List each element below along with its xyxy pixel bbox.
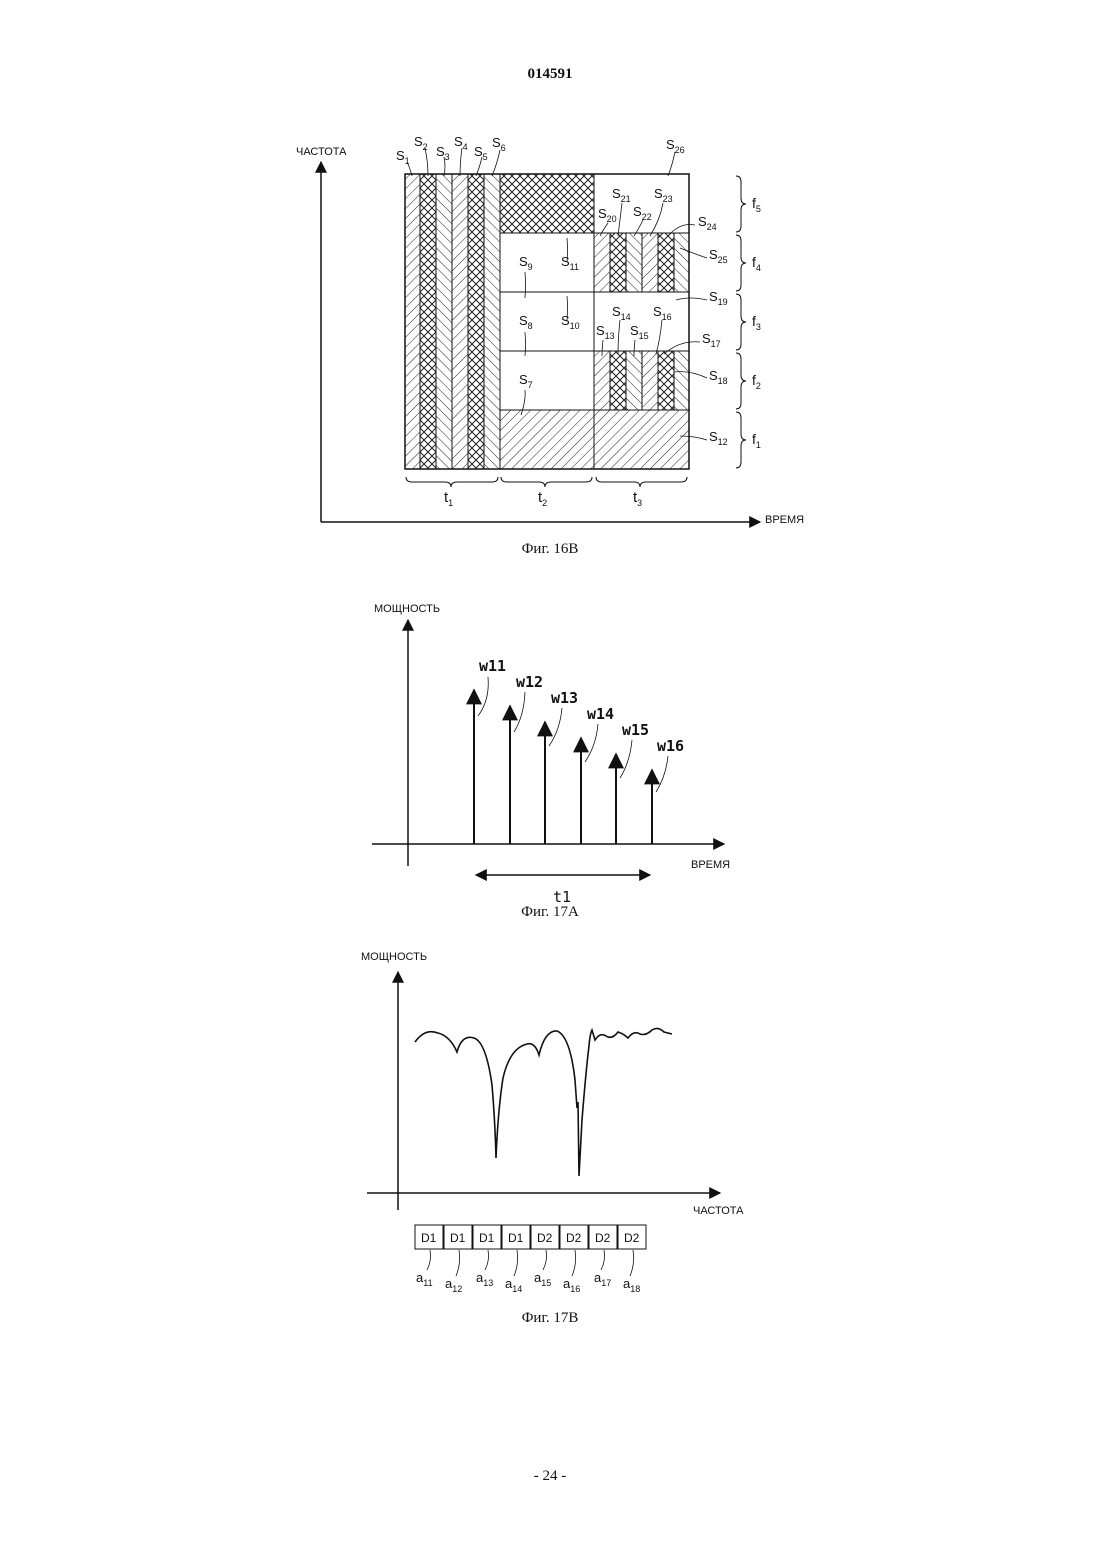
- s-label-24: S: [698, 214, 707, 229]
- svg-text:S19: S19: [709, 289, 728, 307]
- cell-1: D1: [421, 1231, 437, 1245]
- figure-17b: МОЩНОСТЬ ЧАСТОТА D1 D1 D1 D1 D2 D2 D2 D2…: [0, 940, 1100, 1320]
- s-label-7: S: [519, 372, 528, 387]
- fig17a-y-axis-label: МОЩНОСТЬ: [374, 603, 440, 615]
- cell-5: D2: [537, 1231, 553, 1245]
- fig16b-t-braces: [406, 477, 687, 487]
- s-label-18: S: [709, 368, 718, 383]
- fig16b-caption: Фиг. 16В: [0, 541, 1100, 558]
- svg-text:a12: a12: [445, 1276, 462, 1294]
- svg-text:S18: S18: [709, 368, 728, 386]
- s-label-25: S: [709, 247, 718, 262]
- svg-text:t3: t3: [633, 489, 642, 508]
- svg-text:S3: S3: [436, 144, 450, 162]
- cell-3: D1: [479, 1231, 495, 1245]
- svg-text:a17: a17: [594, 1270, 611, 1288]
- svg-text:S2: S2: [414, 134, 428, 152]
- s-label-13: S: [596, 323, 605, 338]
- s-label-9: S: [519, 254, 528, 269]
- label-w14: w14: [587, 705, 614, 723]
- s-label-14: S: [612, 304, 621, 319]
- svg-text:f4: f4: [752, 254, 761, 273]
- fig17b-y-axis-label: МОЩНОСТЬ: [361, 951, 427, 963]
- label-w11: w11: [479, 657, 506, 675]
- fig17b-x-axis-label: ЧАСТОТА: [693, 1205, 744, 1217]
- label-w13: w13: [551, 689, 578, 707]
- figure-17a: МОЩНОСТЬ ВРЕМЯ w11 w12 w13 w14 w15 w16 t…: [0, 590, 1100, 920]
- s-label-17: S: [702, 331, 711, 346]
- svg-text:a15: a15: [534, 1270, 551, 1288]
- fig16b-x-axis-label: ВРЕМЯ: [765, 514, 804, 526]
- fig17b-caption: Фиг. 17В: [0, 1310, 1100, 1327]
- cell-2: D1: [450, 1231, 466, 1245]
- svg-text:S4: S4: [454, 134, 468, 152]
- cell-4: D1: [508, 1231, 524, 1245]
- cell-7: D2: [595, 1231, 611, 1245]
- s-label-2: S: [414, 134, 423, 149]
- s-label-22: S: [633, 204, 642, 219]
- svg-text:t2: t2: [538, 489, 547, 508]
- s-label-4: S: [454, 134, 463, 149]
- s-label-16: S: [653, 304, 662, 319]
- fig17b-a-labels: a11 a12 a13 a14 a15 a16 a17 a18: [416, 1270, 640, 1294]
- fig16b-y-axis-label: ЧАСТОТА: [296, 146, 347, 158]
- s-label-15: S: [630, 323, 639, 338]
- svg-text:f2: f2: [752, 372, 761, 391]
- label-w15: w15: [622, 721, 649, 739]
- s-label-6: S: [492, 135, 501, 150]
- svg-text:a16: a16: [563, 1276, 580, 1294]
- label-w16: w16: [657, 737, 684, 755]
- s-label-1: S: [396, 148, 405, 163]
- svg-text:S17: S17: [702, 331, 721, 349]
- svg-text:a18: a18: [623, 1276, 640, 1294]
- s-label-19: S: [709, 289, 718, 304]
- s-label-5: S: [474, 144, 483, 159]
- svg-text:a13: a13: [476, 1270, 493, 1288]
- s-label-21: S: [612, 186, 621, 201]
- figure-16b: ЧАСТОТА ВРЕМЯ: [0, 0, 1100, 560]
- svg-text:S1: S1: [396, 148, 410, 166]
- svg-text:S12: S12: [709, 429, 728, 447]
- s-label-23: S: [654, 186, 663, 201]
- label-w12: w12: [516, 673, 543, 691]
- s-label-8: S: [519, 313, 528, 328]
- s-label-11: S: [561, 254, 570, 269]
- svg-text:S6: S6: [492, 135, 506, 153]
- fig17b-power-curve: [415, 1028, 672, 1176]
- svg-text:f1: f1: [752, 431, 761, 450]
- s-label-10: S: [561, 313, 570, 328]
- page-number: - 24 -: [0, 1468, 1100, 1485]
- svg-text:t1: t1: [444, 489, 453, 508]
- svg-text:f5: f5: [752, 195, 761, 214]
- s-label-3: S: [436, 144, 445, 159]
- svg-text:a11: a11: [416, 1270, 433, 1288]
- fig16b-t1-strips: [405, 174, 500, 469]
- s-label-26: S: [666, 137, 675, 152]
- fig17a-x-axis-label: ВРЕМЯ: [691, 859, 730, 871]
- s-label-20: S: [598, 206, 607, 221]
- svg-text:S24: S24: [698, 214, 717, 232]
- svg-text:f3: f3: [752, 313, 761, 332]
- svg-text:S26: S26: [666, 137, 685, 155]
- svg-text:a14: a14: [505, 1276, 522, 1294]
- cell-6: D2: [566, 1231, 582, 1245]
- svg-text:S5: S5: [474, 144, 488, 162]
- svg-text:S25: S25: [709, 247, 728, 265]
- fig16b-t-labels: t1 t2 t3: [444, 489, 642, 508]
- s-label-12: S: [709, 429, 718, 444]
- fig16b-t2-column: [500, 174, 594, 469]
- fig16b-f-braces: [736, 176, 746, 468]
- fig16b-f-labels: f5 f4 f3 f2 f1: [752, 195, 761, 450]
- cell-8: D2: [624, 1231, 640, 1245]
- fig17b-cell-row: D1 D1 D1 D1 D2 D2 D2 D2: [415, 1225, 646, 1249]
- fig17a-caption: Фиг. 17А: [0, 904, 1100, 921]
